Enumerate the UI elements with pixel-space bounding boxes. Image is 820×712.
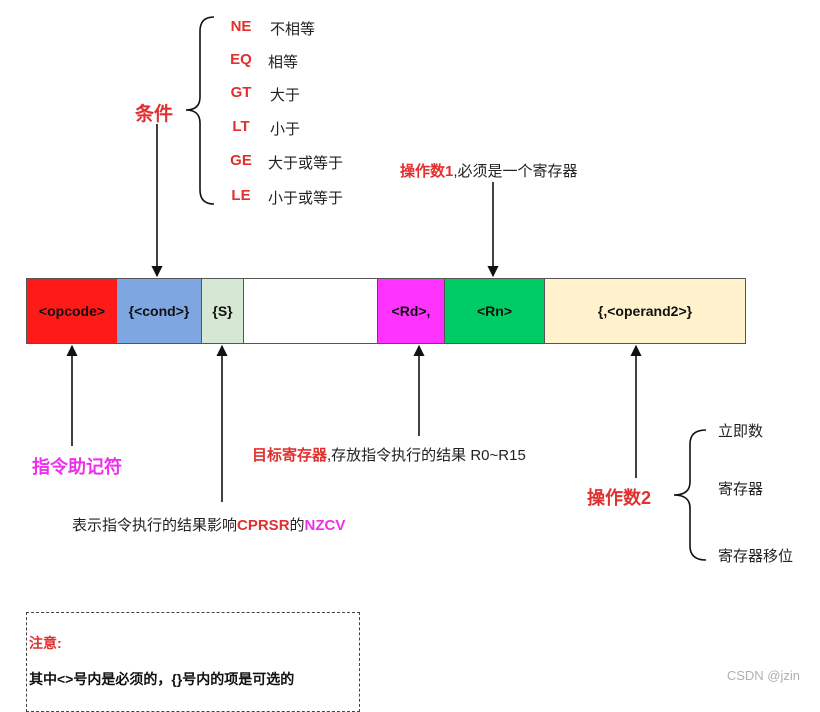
sflag-prefix: 表示指令执行的结果影响: [72, 517, 238, 534]
cond-code-ge: GE: [230, 152, 252, 169]
cond-meaning-ne: 不相等: [270, 21, 316, 38]
cond-meaning-eq: 相等: [268, 54, 299, 71]
note-title: 注意:: [29, 635, 62, 651]
operand2-item-register: 寄存器: [718, 481, 764, 498]
field-cond: {<cond>}: [117, 278, 202, 344]
operand1-label: 操作数1,必须是一个寄存器: [400, 160, 578, 181]
sflag-mid: 的: [289, 517, 305, 534]
sflag-cpsr: CPRSR: [237, 517, 290, 534]
field-blank: [244, 278, 378, 344]
field-opcode: <opcode>: [26, 278, 118, 344]
cond-code-lt: LT: [232, 118, 250, 135]
dest-label: 目标寄存器,存放指令执行的结果 R0~R15: [252, 444, 526, 465]
note-box: 注意: 其中<>号内是必须的，{}号内的项是可选的: [26, 612, 360, 712]
cond-meaning-gt: 大于: [270, 87, 301, 104]
dest-label-rest: ,存放指令执行的结果 R0~R15: [327, 447, 526, 464]
dest-label-bold: 目标寄存器: [252, 447, 328, 464]
sflag-label: 表示指令执行的结果影响CPRSR的NZCV: [72, 514, 345, 535]
mnemonic-label: 指令助记符: [32, 457, 122, 477]
operand1-label-rest: ,必须是一个寄存器: [453, 163, 578, 180]
operand2-item-immediate: 立即数: [718, 423, 764, 440]
operand2-item-shifted-register: 寄存器移位: [718, 548, 794, 565]
cond-code-le: LE: [231, 187, 251, 204]
cond-meaning-lt: 小于: [270, 121, 301, 138]
connector-lines: [66, 16, 707, 561]
conditions-brace: [185, 16, 215, 205]
operand2-title: 操作数2: [587, 488, 652, 508]
note-text: 其中<>号内是必须的，{}号内的项是可选的: [29, 671, 295, 687]
field-operand2: {,<operand2>}: [545, 278, 746, 344]
cond-code-gt: GT: [230, 84, 252, 101]
operand2-brace: [673, 429, 707, 561]
sflag-nzcv: NZCV: [304, 517, 346, 534]
cond-meaning-le: 小于或等于: [268, 190, 344, 207]
conditions-title: 条件: [135, 104, 174, 125]
field-rd: <Rd>,: [378, 278, 445, 344]
cond-code-ne: NE: [230, 18, 252, 35]
operand1-label-bold: 操作数1: [400, 163, 454, 180]
cond-meaning-ge: 大于或等于: [268, 155, 344, 172]
field-s: {S}: [202, 278, 244, 344]
field-rn: <Rn>: [445, 278, 545, 344]
watermark: CSDN @jzin: [726, 668, 800, 683]
cond-code-eq: EQ: [230, 51, 252, 68]
